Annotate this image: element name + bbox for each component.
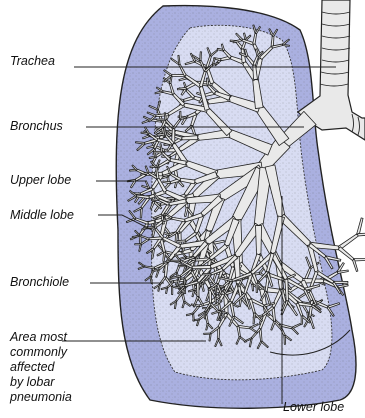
- middle-lobe-leader: [98, 215, 152, 230]
- label-area-most-affected: Area most commonly affected by lobar pne…: [10, 330, 72, 405]
- label-lower-lobe: Lower lobe: [283, 400, 344, 415]
- label-middle-lobe: Middle lobe: [10, 208, 74, 223]
- label-bronchus: Bronchus: [10, 119, 63, 134]
- label-upper-lobe: Upper lobe: [10, 173, 71, 188]
- label-bronchiole: Bronchiole: [10, 275, 69, 290]
- label-trachea: Trachea: [10, 54, 55, 69]
